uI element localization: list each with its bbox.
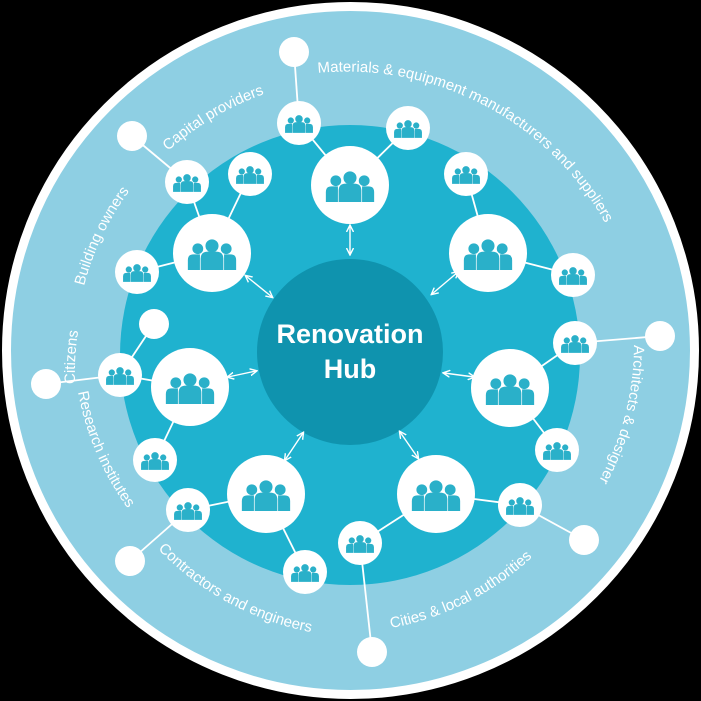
satellite-node xyxy=(283,550,327,594)
hub-title-line2: Hub xyxy=(324,354,376,384)
satellite-node xyxy=(165,160,209,204)
label-citizens: Citizens xyxy=(62,329,82,384)
satellite-node xyxy=(338,521,382,565)
satellite-node xyxy=(228,152,272,196)
satellite-node xyxy=(115,250,159,294)
main-node xyxy=(449,214,527,292)
main-node xyxy=(397,455,475,533)
double-arrow-icon xyxy=(246,276,272,297)
endpoint-dot xyxy=(31,369,61,399)
double-arrow-icon xyxy=(432,272,458,294)
satellite-node xyxy=(166,488,210,532)
satellite-node xyxy=(444,152,488,196)
double-arrow-icon xyxy=(285,433,303,460)
main-node xyxy=(471,349,549,427)
endpoint-dot xyxy=(115,546,145,576)
endpoint-dot xyxy=(645,321,675,351)
double-arrow-icon xyxy=(444,373,474,377)
satellite-node xyxy=(551,253,595,297)
people-nodes xyxy=(98,101,597,594)
endpoint-dot xyxy=(279,37,309,67)
main-node xyxy=(311,146,389,224)
satellite-node xyxy=(553,321,597,365)
satellite-node xyxy=(535,428,579,472)
endpoint-dot xyxy=(357,637,387,667)
endpoint-dot xyxy=(117,121,147,151)
satellite-node xyxy=(498,483,542,527)
main-node xyxy=(227,455,305,533)
endpoint-dot xyxy=(569,525,599,555)
hub-title-line1: Renovation xyxy=(276,319,423,349)
hub-arrows xyxy=(228,226,474,460)
satellite-node xyxy=(98,353,142,397)
satellite-node xyxy=(133,438,177,482)
endpoint-dots xyxy=(31,37,675,667)
main-node xyxy=(173,214,251,292)
main-node xyxy=(151,348,229,426)
satellite-node xyxy=(386,106,430,150)
double-arrow-icon xyxy=(228,371,256,377)
endpoint-dot xyxy=(139,309,169,339)
renovation-hub xyxy=(257,259,443,445)
satellite-node xyxy=(277,101,321,145)
double-arrow-icon xyxy=(400,432,418,458)
